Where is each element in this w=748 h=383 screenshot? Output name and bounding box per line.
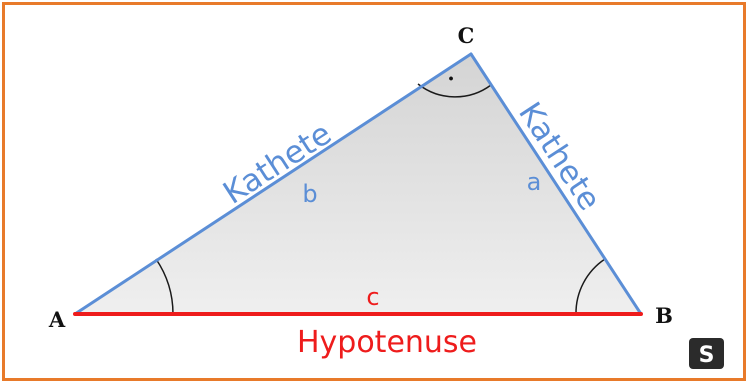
leg-b-letter: b bbox=[302, 180, 317, 208]
hypotenuse-word: Hypotenuse bbox=[297, 325, 477, 360]
logo-s-icon: S bbox=[689, 338, 724, 369]
leg-a-line bbox=[469, 52, 643, 316]
svg-text:S: S bbox=[699, 343, 715, 368]
vertex-label-a: A bbox=[48, 307, 66, 332]
vertex-label-c: C bbox=[458, 23, 475, 48]
leg-a-letter: a bbox=[527, 168, 542, 196]
leg-b-line bbox=[73, 52, 473, 316]
right-angle-arc bbox=[417, 83, 492, 98]
vertex-label-b: B bbox=[655, 303, 673, 328]
hypotenuse-letter: c bbox=[366, 283, 379, 311]
right-angle-dot: · bbox=[447, 66, 454, 91]
angle-arc-a bbox=[155, 258, 174, 315]
triangle-fill bbox=[75, 54, 641, 314]
angle-arc-b bbox=[575, 258, 606, 315]
